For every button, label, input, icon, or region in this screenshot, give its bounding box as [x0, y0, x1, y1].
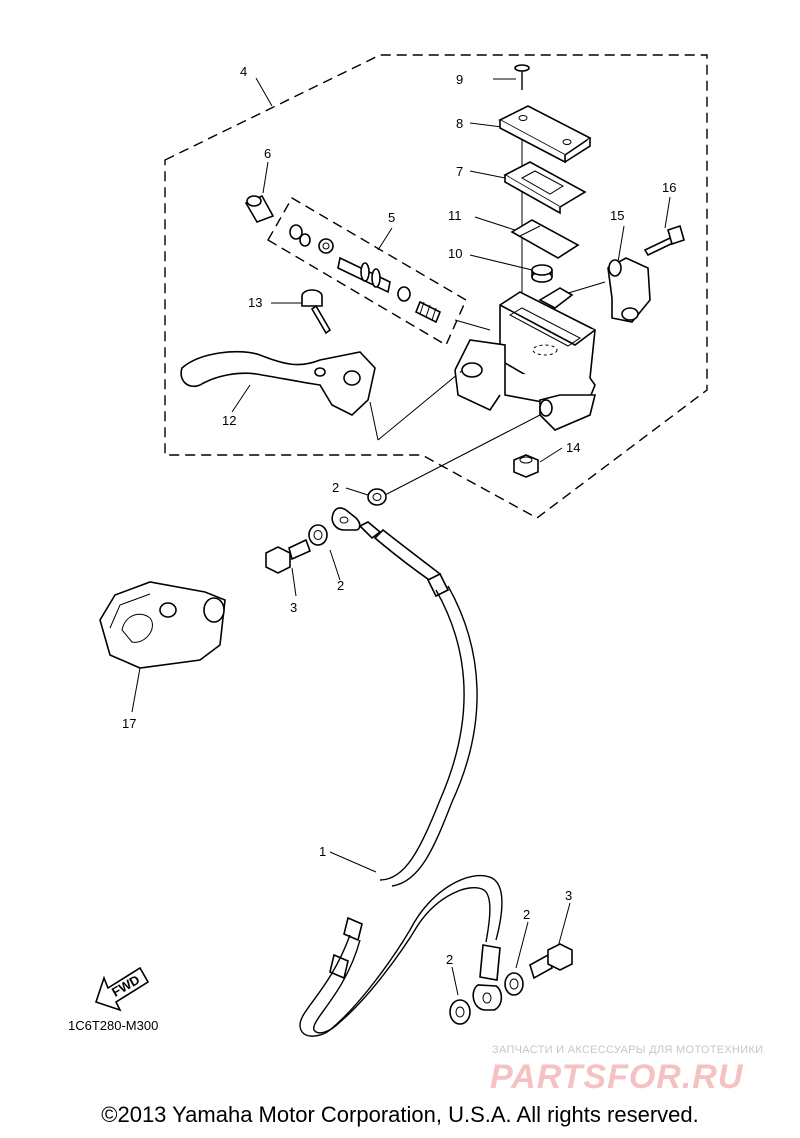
part-3-banjo-bolt: [529, 943, 573, 980]
callout-15: 15: [610, 208, 624, 223]
fwd-arrow-icon: FWD: [94, 966, 150, 1012]
part-2-washer: [367, 488, 387, 506]
copyright-notice: ©2013 Yamaha Motor Corporation, U.S.A. A…: [101, 1102, 699, 1127]
master-cylinder-body: [454, 287, 597, 431]
callout-8: 8: [456, 116, 463, 131]
callout-2d: 2: [523, 907, 530, 922]
callout-3a: 3: [290, 600, 297, 615]
callout-2a: 2: [332, 480, 339, 495]
part-16-bolt: [643, 224, 685, 257]
callout-3b: 3: [565, 888, 572, 903]
part-7-plate: [503, 161, 587, 215]
part-6-boot: [244, 194, 275, 223]
callout-13: 13: [248, 295, 262, 310]
callout-14: 14: [566, 440, 580, 455]
leader-lines: [131, 77, 671, 996]
callout-labels: 4 6 5 9 8 7 11 10 15 16 13 12 14 2 2 3 1…: [122, 64, 676, 967]
part-3-banjo-bolt: [265, 538, 312, 574]
callout-5: 5: [388, 210, 395, 225]
callout-9: 9: [456, 72, 463, 87]
callout-11: 11: [448, 208, 462, 223]
callout-7: 7: [456, 164, 463, 179]
part-8-cap: [498, 105, 592, 164]
callout-4: 4: [240, 64, 247, 79]
part-12-lever: [180, 350, 376, 416]
assembly-boundary: [164, 54, 708, 519]
part-13-pivot-bolt: [301, 289, 332, 335]
callout-17: 17: [122, 716, 136, 731]
part-14-nut: [513, 454, 539, 478]
callout-6: 6: [264, 146, 271, 161]
part-10-float: [531, 264, 553, 283]
watermark-tagline: ЗАПЧАСТИ И АКСЕССУАРЫ ДЛЯ МОТОТЕХНИКИ: [492, 1044, 764, 1056]
part-2-washer: [308, 524, 328, 546]
part-2-washer: [449, 999, 471, 1025]
piston-kit-boundary: [267, 197, 467, 347]
callout-2b: 2: [337, 578, 344, 593]
part-17-cover: [99, 581, 226, 669]
callout-10: 10: [448, 246, 462, 261]
callout-12: 12: [222, 413, 236, 428]
callout-2c: 2: [446, 952, 453, 967]
callout-16: 16: [662, 180, 676, 195]
part-5-piston-kit: [289, 224, 442, 324]
diagram-code: 1C6T280-M300: [68, 1018, 158, 1033]
callout-1: 1: [319, 844, 326, 859]
watermark-logo: PARTSFOR.RU: [490, 1058, 744, 1096]
part-11-diaphragm: [510, 219, 580, 259]
part-15-holder: [607, 257, 651, 323]
part-2-washer: [504, 972, 524, 996]
part-1-brake-hose: [299, 507, 503, 1037]
part-9-screw: [514, 64, 530, 90]
